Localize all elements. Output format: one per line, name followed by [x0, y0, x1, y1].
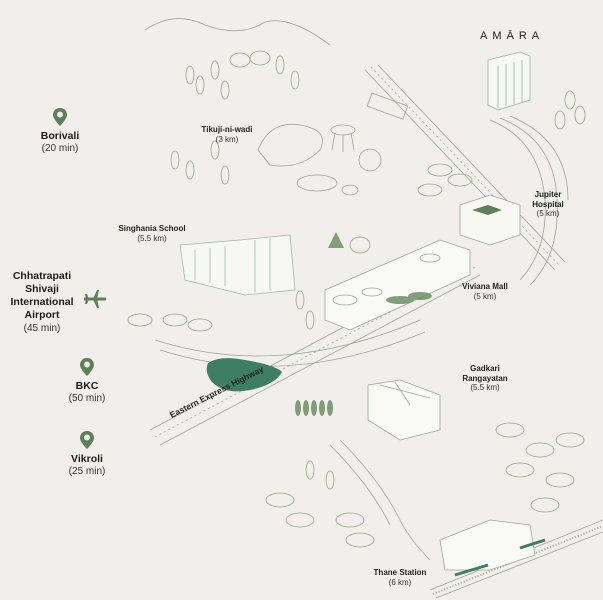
destination-name: Borivali — [40, 130, 80, 142]
destination-borivali[interactable]: Borivali (20 min) — [0, 108, 120, 156]
landmark-name: Viviana Mall — [462, 282, 508, 291]
map-pin-icon — [53, 108, 67, 126]
auditorium-building — [367, 379, 441, 441]
landmark-name-line2: Rangayatan — [462, 373, 508, 383]
hospital-building — [459, 194, 521, 246]
landmark-gadkari-rangayatan[interactable]: Gadkari Rangayatan (5.5 km) — [450, 364, 520, 393]
residential-tower — [487, 51, 531, 111]
destination-name: Vikroli — [71, 453, 103, 465]
landmark-name: Jupiter — [534, 190, 562, 199]
landmark-jupiter-hospital[interactable]: Jupiter Hospital (5 km) — [518, 190, 578, 219]
landmark-name: Singhania School — [118, 224, 186, 233]
destination-airport[interactable]: Chhatrapati Shivaji International Airpor… — [0, 270, 84, 335]
school-building — [179, 234, 296, 296]
landmark-distance: (6 km) — [388, 577, 412, 587]
destination-bkc[interactable]: BKC (50 min) — [27, 358, 147, 406]
destination-name-line: Shivaji — [25, 283, 59, 296]
landmark-name: Thane Station — [373, 568, 427, 577]
destination-name-line: International — [10, 296, 74, 309]
destination-name-line: Airport — [24, 309, 60, 322]
landmark-singhania-school[interactable]: Singhania School (5.5 km) — [112, 224, 192, 243]
landmark-name: Gadkari — [470, 364, 500, 373]
landmark-distance: (5 km) — [473, 291, 497, 301]
brand-logo: AMĀRA — [480, 30, 545, 42]
landmark-name: Tikuji-ni-wadi — [201, 125, 253, 134]
landmark-thane-station[interactable]: Thane Station (6 km) — [360, 568, 440, 587]
map-pin-icon — [80, 358, 94, 376]
destination-name: BKC — [75, 380, 99, 392]
airplane-icon — [84, 290, 106, 308]
landmark-distance: (5 km) — [536, 209, 560, 219]
station-building — [439, 519, 546, 577]
landmark-distance: (5.5 km) — [137, 233, 167, 243]
mall-building — [324, 239, 471, 331]
landmark-distance: (3 km) — [215, 134, 239, 144]
destination-time: (25 min) — [68, 466, 106, 478]
landmark-tikuji-ni-wadi[interactable]: Tikuji-ni-wadi (3 km) — [192, 125, 262, 144]
landmark-viviana-mall[interactable]: Viviana Mall (5 km) — [450, 282, 520, 301]
destination-time: (50 min) — [68, 393, 106, 405]
destination-time: (20 min) — [41, 143, 79, 155]
hill-outline — [144, 18, 331, 46]
lake — [206, 358, 282, 392]
destination-name-line: Chhatrapati — [12, 270, 72, 282]
map-pin-icon — [80, 431, 94, 449]
road-north — [364, 69, 556, 271]
destination-vikroli[interactable]: Vikroli (25 min) — [27, 431, 147, 479]
landmark-name-line2: Hospital — [532, 199, 564, 209]
destination-time: (45 min) — [23, 322, 61, 334]
landmark-distance: (5.5 km) — [470, 383, 500, 393]
